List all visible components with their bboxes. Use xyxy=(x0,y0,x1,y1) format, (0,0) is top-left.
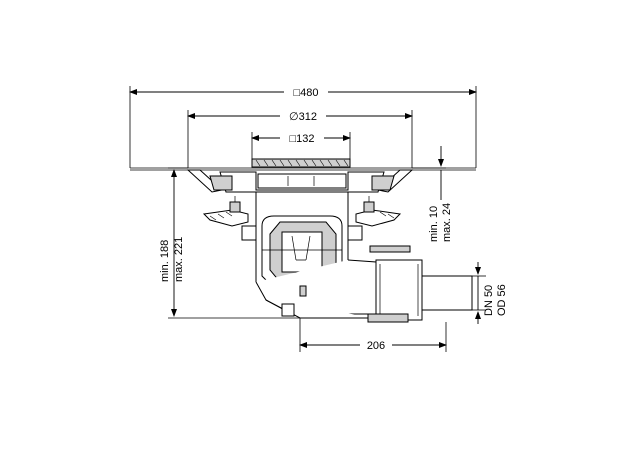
dimension-label-132: □132 xyxy=(290,133,315,145)
outlet-dn-label: DN 50 xyxy=(483,285,495,316)
clamping-flange xyxy=(202,192,402,282)
top-flange xyxy=(130,158,476,193)
offset-max-label: max. 24 xyxy=(441,203,453,242)
height-max-label: max. 221 xyxy=(173,237,185,282)
dimension-label-206: 206 xyxy=(367,340,385,352)
dimension-label-312: ∅312 xyxy=(289,111,317,123)
dimension-length-206: 206 xyxy=(299,318,447,352)
dimension-square-132: □132 xyxy=(251,132,351,160)
outlet-od-label: OD 56 xyxy=(496,284,508,316)
dimension-diameter-312: ∅312 xyxy=(187,110,413,168)
outlet-body xyxy=(255,245,473,323)
dimension-offset: min. 10 max. 24 xyxy=(412,146,453,242)
dimension-outlet-diameter: DN 50 OD 56 xyxy=(472,262,508,324)
height-min-label: min. 188 xyxy=(159,240,171,282)
offset-min-label: min. 10 xyxy=(428,206,440,242)
dimension-width-480: □480 xyxy=(129,86,477,168)
dimension-height: min. 188 max. 221 xyxy=(159,167,300,319)
dimension-label-480: □480 xyxy=(294,87,319,99)
